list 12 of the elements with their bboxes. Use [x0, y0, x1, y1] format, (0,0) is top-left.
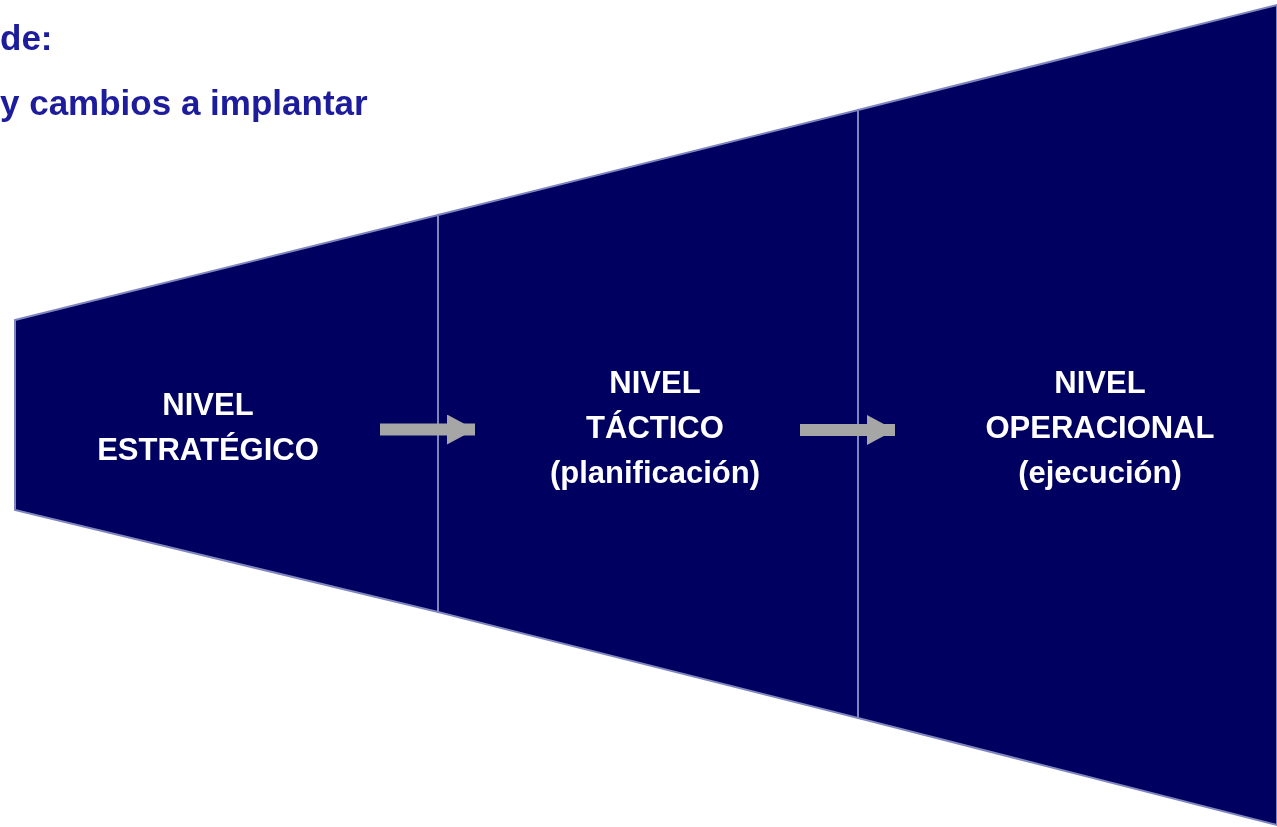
- level-title: NIVEL OPERACIONAL: [985, 364, 1215, 447]
- level-title: NIVEL ESTRATÉGICO: [97, 386, 319, 469]
- arrow: [380, 415, 475, 444]
- level-title: NIVEL TÁCTICO: [586, 364, 724, 447]
- arrow: [800, 416, 895, 444]
- funnel-segment: [438, 110, 858, 718]
- funnel-segment: [858, 5, 1277, 825]
- level-subtitle: (planificación): [549, 454, 761, 492]
- level-subtitle: (ejecución): [1018, 454, 1182, 492]
- heading-text: y cambios a implantar: [0, 83, 368, 123]
- heading-text: de:: [0, 18, 53, 58]
- funnel-segment: [15, 215, 438, 612]
